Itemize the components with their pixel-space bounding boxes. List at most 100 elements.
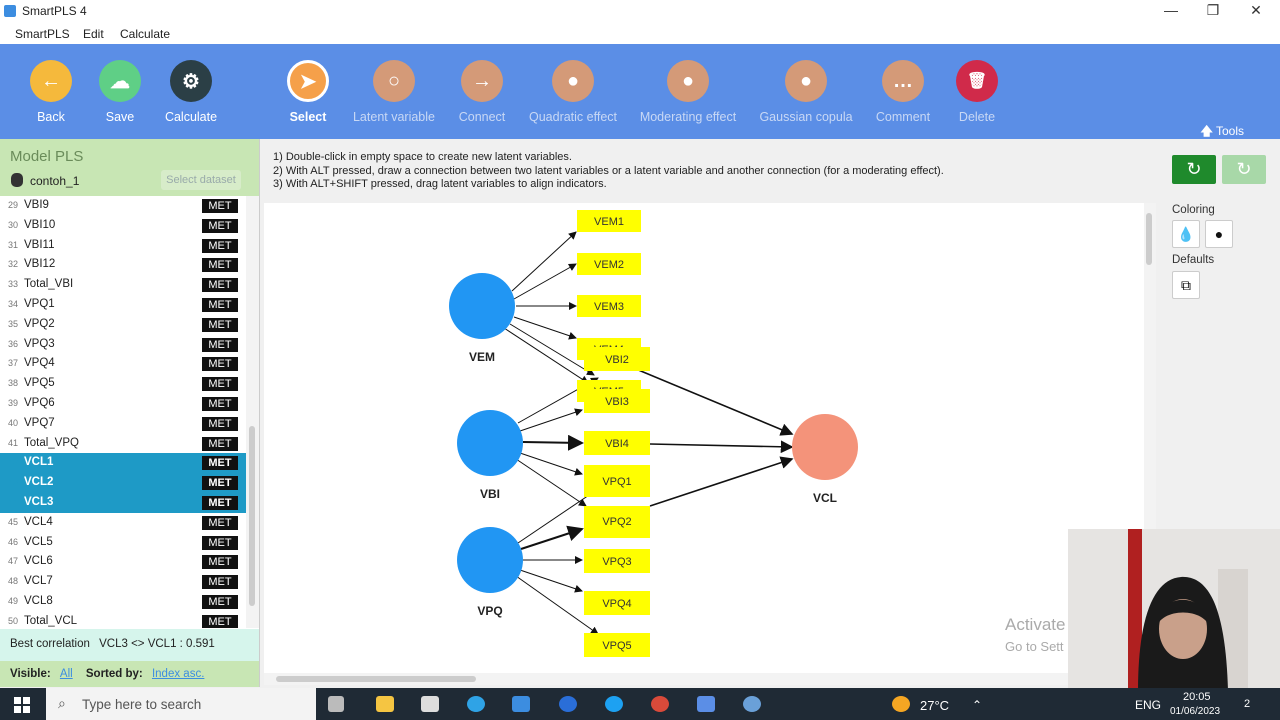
path-model-diagram[interactable]: VEM1 VEM2 VEM3 VEM4 VEM5 VBI2 VBI3 VBI4 … <box>264 203 1144 673</box>
edge-icon[interactable] <box>467 696 485 712</box>
menu-smartpls[interactable]: SmartPLS <box>15 27 70 41</box>
redo-button[interactable]: ↻ <box>1222 155 1266 184</box>
indicator-vbi4[interactable]: VBI4 <box>584 431 650 455</box>
calculate-button[interactable]: ⚙ Calculate <box>146 60 236 124</box>
comment-icon: … <box>882 60 924 102</box>
indicator-vpq2[interactable]: VPQ2 <box>584 506 650 538</box>
best-correlation-label: Best correlation <box>10 638 90 650</box>
latent-vbi[interactable]: VBI <box>457 410 523 501</box>
taskbar-search[interactable]: ⌕ Type here to search <box>46 688 316 720</box>
clock-date[interactable]: 01/06/2023 <box>1170 706 1221 717</box>
canvas-horizontal-scrollbar[interactable] <box>264 673 1144 685</box>
delete-button[interactable]: 🗑 Delete <box>932 60 1022 124</box>
globe-icon[interactable] <box>743 696 761 712</box>
row-index: 38 <box>8 378 19 389</box>
save-button[interactable]: ☁ Save <box>75 60 165 124</box>
file-explorer-icon[interactable] <box>376 696 394 712</box>
start-icon[interactable] <box>14 697 30 713</box>
visible-filter-link[interactable]: All <box>59 668 73 680</box>
indicator-vbi2[interactable]: VBI2 <box>584 347 650 371</box>
canvas-hscroll-thumb[interactable] <box>276 676 476 682</box>
watermark-line1: Activate <box>1005 615 1066 634</box>
quadratic-effect-button[interactable]: ● Quadratic effect <box>518 60 628 124</box>
camera-icon[interactable] <box>651 696 669 712</box>
twitter-icon[interactable] <box>605 696 623 712</box>
latent-vcl[interactable]: VCL <box>792 414 858 505</box>
indicator-vem3[interactable]: VEM3 <box>577 295 641 317</box>
store-icon[interactable] <box>512 696 530 712</box>
indicator-vbi3[interactable]: VBI3 <box>584 389 650 413</box>
close-button[interactable]: ✕ <box>1250 2 1262 18</box>
indicator-label: VPQ1 <box>602 476 631 488</box>
color-drop-icon[interactable]: 💧 <box>1172 220 1200 248</box>
indicator-vpq3[interactable]: VPQ3 <box>584 549 650 573</box>
task-view-icon[interactable] <box>328 696 344 712</box>
mail-icon[interactable] <box>421 696 439 712</box>
black-drop-icon[interactable]: ● <box>1205 220 1233 248</box>
latent-vpq[interactable]: VPQ <box>457 527 523 618</box>
undo-button[interactable]: ↻ <box>1172 155 1216 184</box>
latent-vem[interactable]: VEM <box>449 273 515 364</box>
menu-edit[interactable]: Edit <box>83 27 104 41</box>
menu-calculate[interactable]: Calculate <box>120 27 171 41</box>
sort-order-link[interactable]: Index asc. <box>151 668 205 680</box>
indicator-name: VPQ2 <box>24 317 55 330</box>
back-button[interactable]: ← Back <box>6 60 96 124</box>
indicator-vpq4[interactable]: VPQ4 <box>584 591 650 615</box>
comment-label: Comment <box>875 110 931 124</box>
measurement-type-badge: MET <box>202 297 238 312</box>
row-index: 41 <box>8 437 19 448</box>
smartpls-taskbar-icon[interactable] <box>697 696 715 712</box>
indicator-vpq5[interactable]: VPQ5 <box>584 633 650 657</box>
weather-temp[interactable]: 27°C <box>920 698 950 713</box>
language-indicator[interactable]: ENG <box>1135 698 1162 712</box>
indicator-label: VEM2 <box>594 259 624 271</box>
list-scrollbar[interactable] <box>246 196 259 628</box>
clock-time[interactable]: 20:05 <box>1183 691 1211 703</box>
comment-button[interactable]: … Comment <box>858 60 948 124</box>
restore-button[interactable]: ❐ <box>1206 2 1220 18</box>
model-canvas[interactable]: VEM1 VEM2 VEM3 VEM4 VEM5 VBI2 VBI3 VBI4 … <box>264 203 1144 673</box>
indicator-vem2[interactable]: VEM2 <box>577 253 641 275</box>
tray-chevron-icon[interactable]: ⌃ <box>972 698 983 712</box>
canvas-vscroll-thumb[interactable] <box>1146 213 1152 265</box>
indicator-vpq1[interactable]: VPQ1 <box>584 465 650 497</box>
minimize-button[interactable]: — <box>1164 2 1178 18</box>
bluetooth-icon[interactable] <box>559 696 577 712</box>
latent-variable-button[interactable]: ○ Latent variable <box>349 60 439 124</box>
layout-defaults-icon[interactable]: ⧉ <box>1172 271 1200 299</box>
indicator-vem1[interactable]: VEM1 <box>577 210 641 232</box>
moderating-effect-button[interactable]: ● Moderating effect <box>633 60 743 124</box>
path-vpq-vpq5 <box>515 575 599 635</box>
select-button[interactable]: ➤ Select <box>263 60 353 124</box>
notifications-icon[interactable]: 2 <box>1244 698 1251 710</box>
gaussian-copula-button[interactable]: ● Gaussian copula <box>751 60 861 124</box>
select-dataset-button[interactable]: Select dataset <box>161 170 241 190</box>
list-scroll-thumb[interactable] <box>249 426 255 606</box>
tools-toggle[interactable]: 🡅 Tools <box>1201 122 1244 143</box>
row-index: 49 <box>8 595 19 606</box>
connect-button[interactable]: → Connect <box>437 60 527 124</box>
